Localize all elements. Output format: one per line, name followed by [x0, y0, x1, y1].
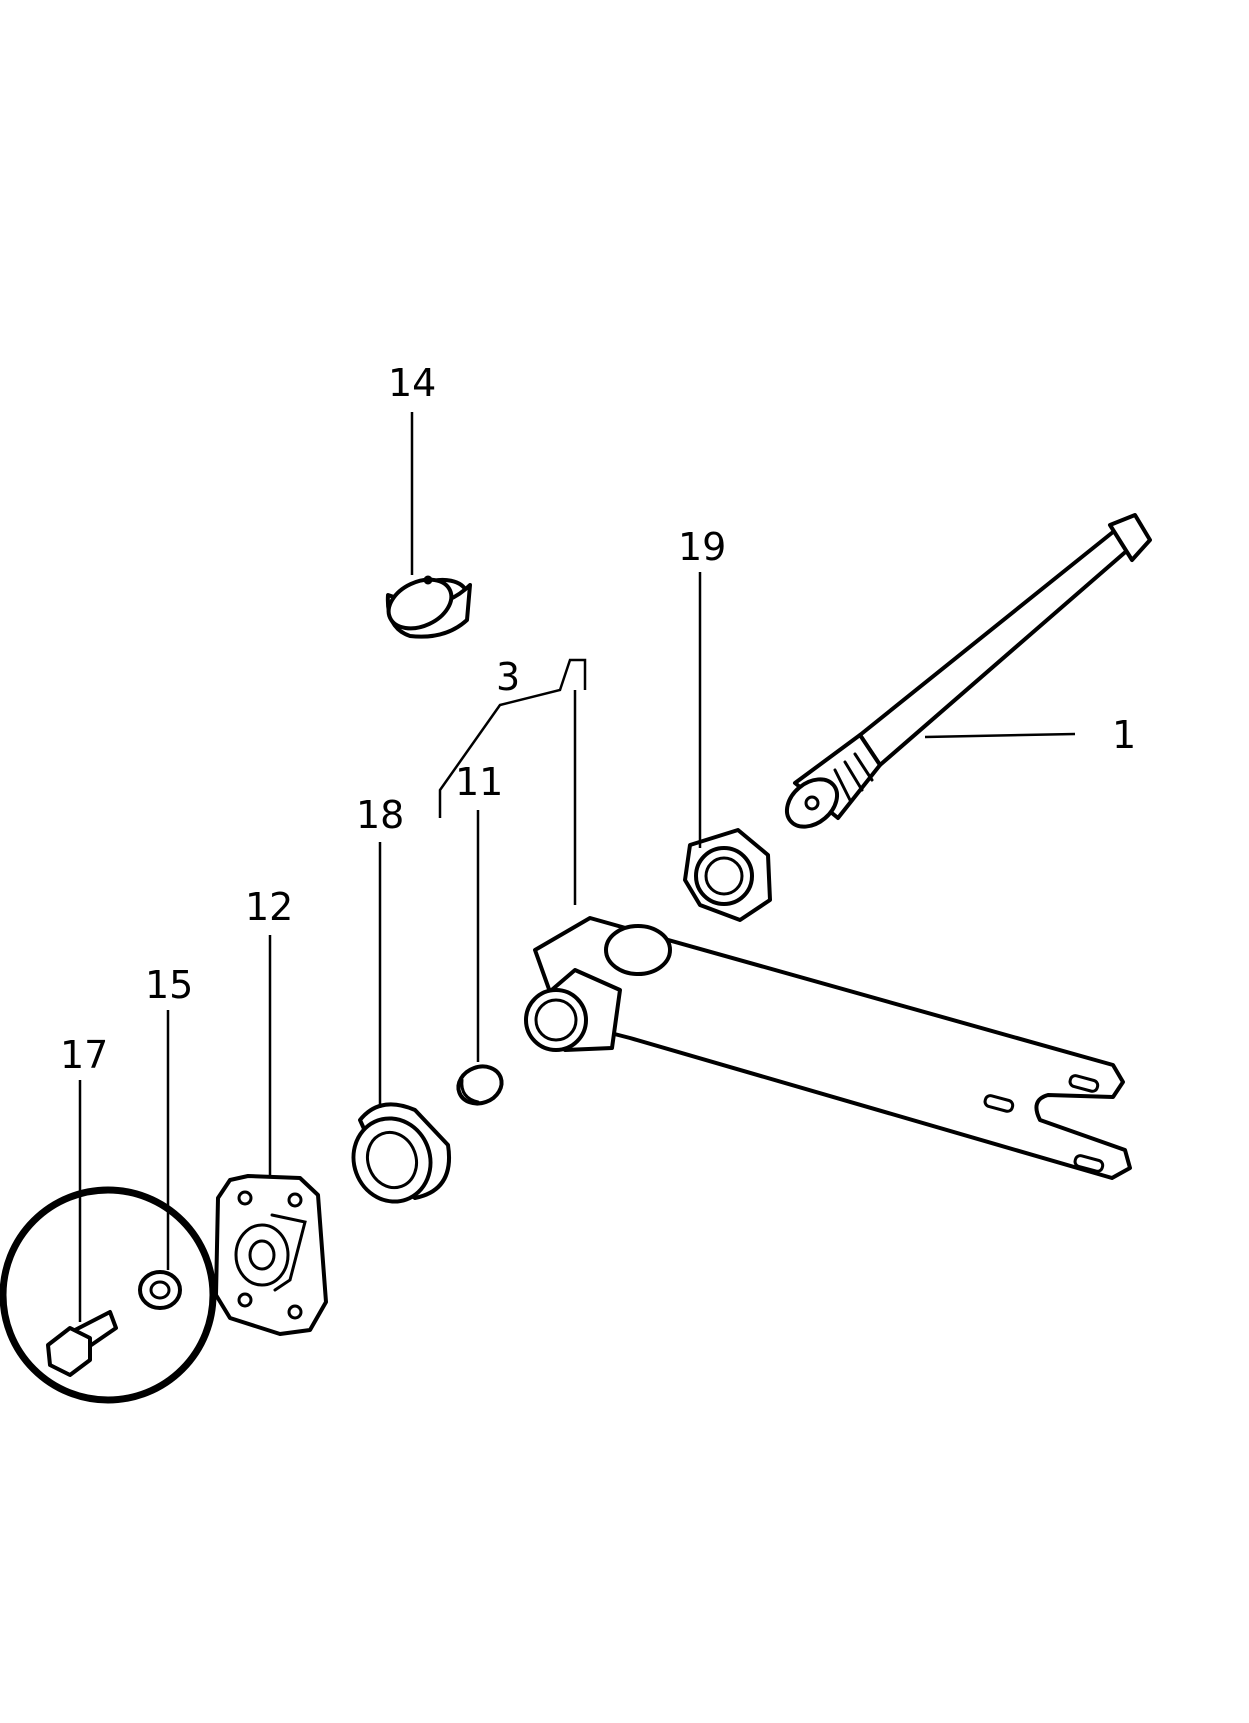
part-15-washer: [138, 1270, 182, 1310]
part-18-bearing: [351, 1102, 451, 1204]
label-part-18: 18: [356, 793, 404, 837]
part-12-flange: [214, 1174, 328, 1336]
part-11-plug: [456, 1064, 504, 1106]
label-part-19: 19: [678, 525, 726, 569]
label-part-17: 17: [60, 1033, 108, 1077]
label-part-15: 15: [145, 963, 193, 1007]
label-part-1: 1: [1112, 713, 1136, 757]
part-3-arm: [524, 916, 1132, 1180]
part-1-shaft: [784, 513, 1152, 829]
leader-lines: [78, 412, 1076, 1322]
label-part-14: 14: [388, 361, 436, 405]
part-17-bolt: [46, 1310, 118, 1377]
label-part-3: 3: [496, 655, 520, 699]
label-part-11: 11: [455, 760, 503, 804]
label-part-12: 12: [245, 885, 293, 929]
part-19-nut: [683, 828, 772, 922]
part-14-cap: [385, 575, 472, 639]
highlight-circle: [0, 1186, 217, 1404]
